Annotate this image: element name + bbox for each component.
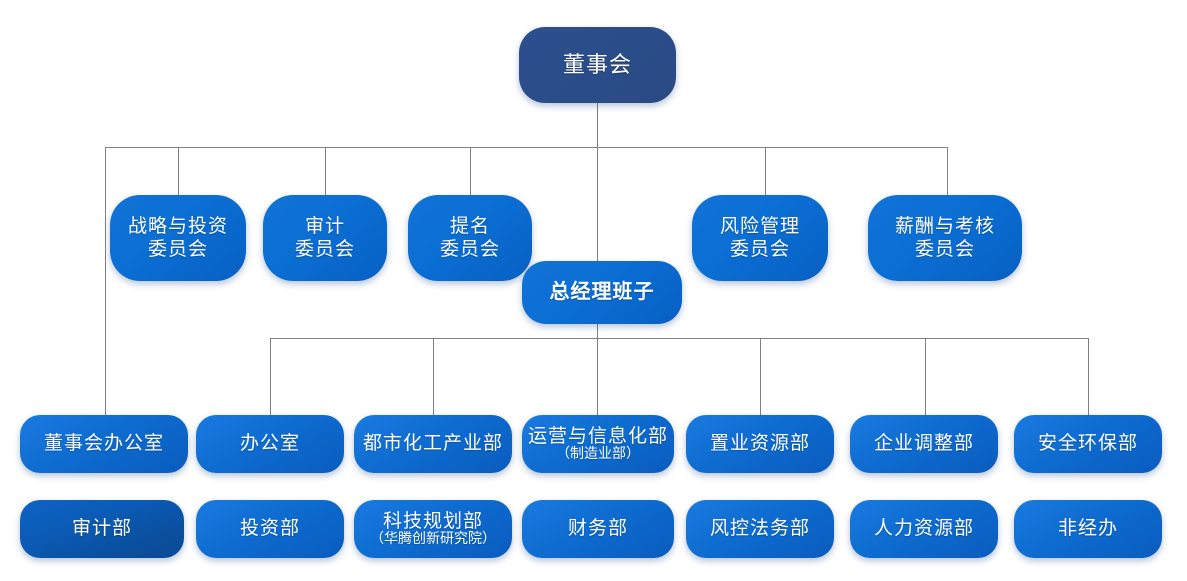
node-finance-dept[interactable]: 财务部 — [522, 500, 674, 558]
connector-drop-remuneration — [947, 147, 948, 195]
connector-drop-safety — [1088, 338, 1089, 415]
node-urban-chemical-industry-dept[interactable]: 都市化工产业部 — [354, 415, 512, 473]
node-label: 安全环保部 — [1037, 433, 1138, 455]
node-sublabel: （华腾创新研究院） — [370, 531, 496, 547]
node-label: 总经理班子 — [549, 281, 655, 304]
node-human-resources-dept[interactable]: 人力资源部 — [850, 500, 998, 558]
node-label: 非经办 — [1057, 518, 1118, 540]
connector-drop-restructuring — [925, 338, 926, 415]
connector-gm-stem — [597, 324, 598, 338]
connector-drop-audit-committee — [325, 147, 326, 195]
connector-drop-strategy — [178, 147, 179, 195]
node-label-line-1: 战略与投资 — [127, 215, 228, 237]
connector-drop-urban-chemical — [433, 338, 434, 415]
node-label: 董事会办公室 — [43, 433, 164, 455]
node-safety-environmental-protection-dept[interactable]: 安全环保部 — [1014, 415, 1162, 473]
node-label-line-2: 委员会 — [439, 239, 500, 260]
connector-drop-property — [760, 338, 761, 415]
connector-board-stem — [597, 103, 598, 148]
node-label: 办公室 — [239, 433, 300, 455]
node-label-line-2: 委员会 — [914, 239, 975, 260]
node-label-line-1: 审计 — [304, 215, 345, 237]
node-sublabel: （制造业部） — [556, 446, 640, 462]
node-label: 运营与信息化部 — [527, 425, 668, 447]
node-label: 都市化工产业部 — [362, 433, 503, 455]
node-label: 董事会 — [562, 51, 632, 77]
node-label-line-2: 委员会 — [294, 239, 355, 260]
node-label: 企业调整部 — [873, 433, 974, 455]
node-office[interactable]: 办公室 — [196, 415, 344, 473]
connector-drop-office — [270, 338, 271, 415]
node-audit-dept[interactable]: 审计部 — [20, 500, 184, 558]
node-label: 人力资源部 — [873, 518, 974, 540]
node-board-office[interactable]: 董事会办公室 — [20, 415, 188, 473]
node-label: 财务部 — [567, 518, 628, 540]
connector-drop-operations — [597, 338, 598, 415]
node-investment-dept[interactable]: 投资部 — [196, 500, 344, 558]
node-property-resources-dept[interactable]: 置业资源部 — [686, 415, 834, 473]
connector-department-bus — [270, 338, 1089, 339]
node-board-of-directors[interactable]: 董事会 — [519, 27, 676, 103]
node-label: 审计部 — [71, 518, 132, 540]
node-label-line-1: 提名 — [449, 215, 490, 237]
connector-committee-bus — [105, 147, 948, 148]
node-label-line-2: 委员会 — [147, 239, 208, 260]
node-label: 科技规划部 — [382, 510, 483, 532]
connector-drop-general-manager — [597, 147, 598, 261]
node-risk-legal-affairs-dept[interactable]: 风控法务部 — [686, 500, 834, 558]
node-nomination-committee[interactable]: 提名 委员会 — [408, 195, 532, 281]
node-label: 风控法务部 — [709, 518, 810, 540]
connector-drop-nomination — [470, 147, 471, 195]
node-label-line-2: 委员会 — [729, 239, 790, 260]
node-label-line-1: 薪酬与考核 — [894, 215, 995, 237]
node-operations-informatization-dept[interactable]: 运营与信息化部 （制造业部） — [522, 415, 674, 473]
node-non-operating-office[interactable]: 非经办 — [1014, 500, 1162, 558]
node-label: 投资部 — [239, 518, 300, 540]
node-label: 置业资源部 — [709, 433, 810, 455]
node-strategy-investment-committee[interactable]: 战略与投资 委员会 — [110, 195, 246, 281]
connector-board-office-spine — [105, 147, 106, 415]
node-audit-committee[interactable]: 审计 委员会 — [263, 195, 387, 281]
node-technology-planning-dept[interactable]: 科技规划部 （华腾创新研究院） — [354, 500, 512, 558]
connector-drop-risk — [765, 147, 766, 195]
node-enterprise-restructuring-dept[interactable]: 企业调整部 — [850, 415, 998, 473]
node-label-line-1: 风险管理 — [719, 215, 800, 237]
node-remuneration-appraisal-committee[interactable]: 薪酬与考核 委员会 — [868, 195, 1022, 281]
node-general-manager-team[interactable]: 总经理班子 — [522, 261, 682, 324]
node-risk-management-committee[interactable]: 风险管理 委员会 — [692, 195, 828, 281]
